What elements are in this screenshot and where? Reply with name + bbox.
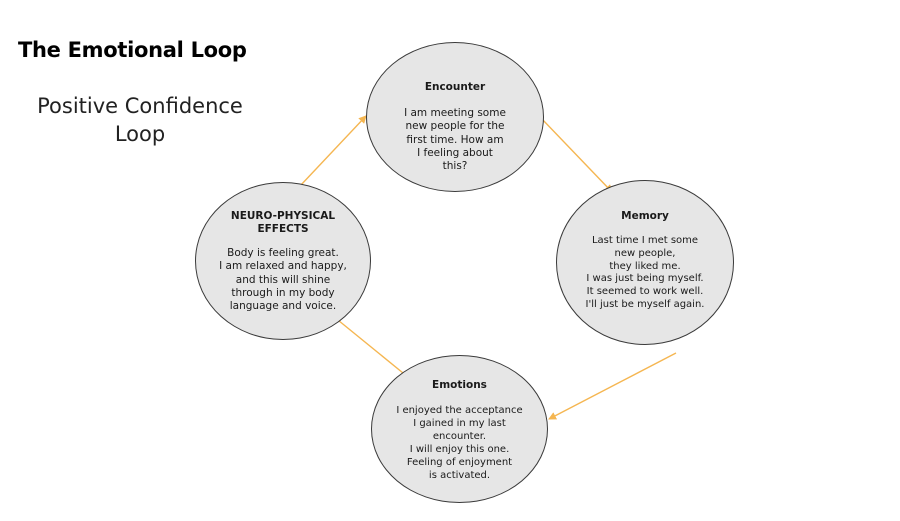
node-encounter: Encounter I am meeting some new people f… (366, 42, 544, 192)
node-memory-heading: Memory (621, 210, 669, 222)
node-emotions-heading: Emotions (432, 379, 487, 391)
diagram-title: The Emotional Loop (18, 38, 247, 62)
node-encounter-text: I am meeting some new people for the fir… (404, 107, 506, 173)
node-neuro-heading: NEURO-PHYSICAL EFFECTS (230, 210, 336, 235)
arrow-emotions-to-neuro (332, 315, 404, 374)
node-memory: Memory Last time I met some new people, … (556, 180, 734, 345)
node-emotions: Emotions I enjoyed the acceptance I gain… (371, 355, 548, 503)
node-neuro-physical-effects: NEURO-PHYSICAL EFFECTS Body is feeling g… (195, 182, 371, 340)
node-neuro-text: Body is feeling great. I am relaxed and … (219, 247, 347, 313)
node-encounter-heading: Encounter (424, 81, 486, 93)
arrow-neuro-to-encounter (299, 115, 367, 187)
diagram-subtitle: Positive Confidence Loop (37, 94, 243, 146)
node-emotions-text: I enjoyed the acceptance I gained in my … (396, 405, 523, 481)
node-memory-text: Last time I met some new people, they li… (585, 235, 705, 310)
arrow-memory-to-emotions (548, 352, 677, 420)
arrow-encounter-to-memory (540, 117, 613, 193)
